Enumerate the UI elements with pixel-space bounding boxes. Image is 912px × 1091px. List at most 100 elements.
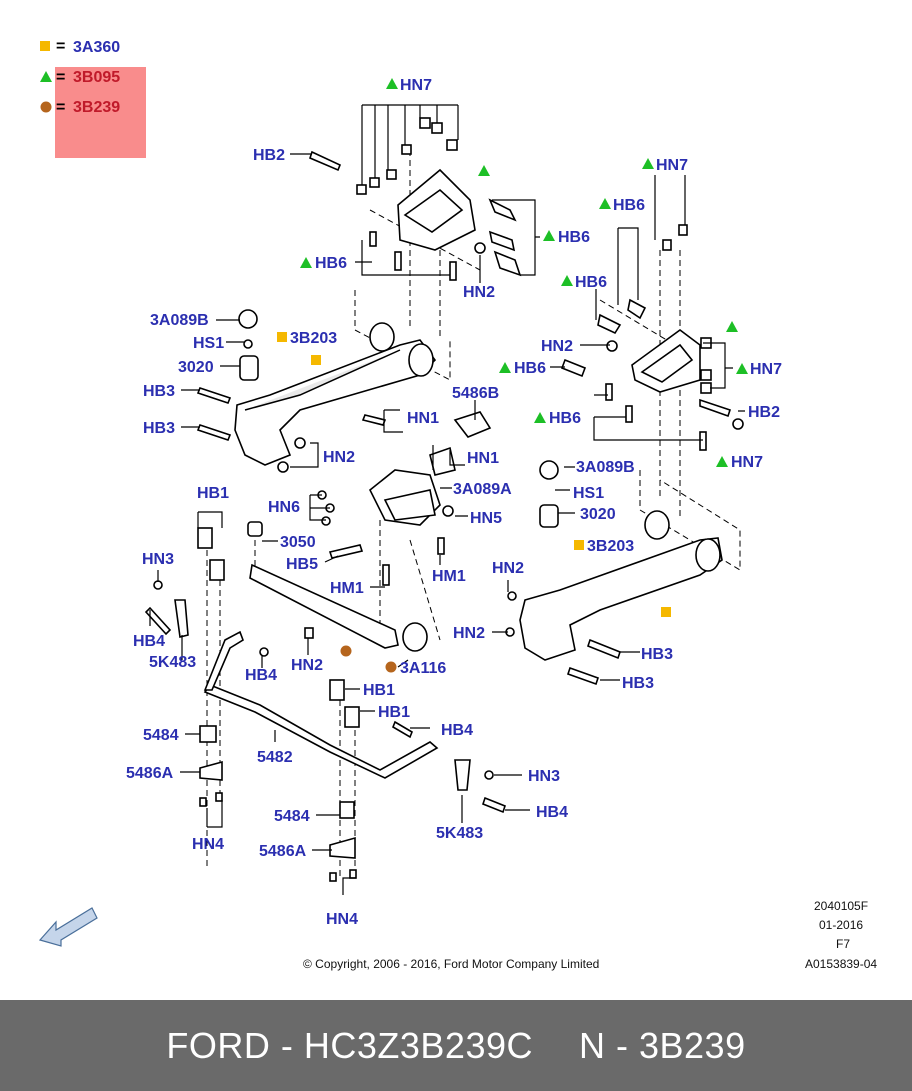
label-hn7: HN7	[400, 77, 432, 94]
triangle-marker-icon	[736, 363, 748, 374]
center-knuckle	[317, 411, 559, 586]
label-hb6: HB6	[549, 410, 581, 427]
label-hn2: HN2	[463, 284, 495, 301]
lateral-link	[247, 521, 428, 652]
label-3a089a: 3A089A	[453, 481, 512, 498]
label-hn2: HN2	[453, 625, 485, 642]
label-hb6: HB6	[558, 229, 590, 246]
upper-right-bracket	[560, 224, 744, 451]
label-5484: 5484	[143, 727, 179, 744]
stabilizer-bar	[144, 527, 506, 882]
square-marker-icon	[661, 607, 671, 617]
label-5486a: 5486A	[259, 843, 307, 860]
label-3a116: 3A116	[400, 660, 446, 677]
label-5486b: 5486B	[452, 385, 499, 402]
front-direction-arrow-icon	[38, 907, 98, 947]
label-hb4: HB4	[133, 633, 165, 650]
label-hb4: HB4	[536, 804, 568, 821]
circle-marker-icon	[385, 661, 397, 673]
label-hn2: HN2	[291, 657, 323, 674]
legend-eq-2: =	[56, 69, 65, 86]
upper-left-bracket	[309, 117, 522, 281]
label-hb4: HB4	[245, 667, 277, 684]
triangle-marker-icon	[478, 165, 490, 176]
diagram-code: 2040105F	[814, 899, 868, 913]
copyright-text: © Copyright, 2006 - 2016, Ford Motor Com…	[303, 957, 599, 971]
label-hb2: HB2	[748, 404, 780, 421]
parts-diagram: = 3A360 = 3B095 = 3B239	[38, 38, 877, 971]
label-hb3: HB3	[641, 646, 673, 663]
diagram-markers	[277, 78, 748, 673]
label-hb5: HB5	[286, 556, 318, 573]
label-hn7: HN7	[731, 454, 763, 471]
label-3b203: 3B203	[587, 538, 634, 555]
label-hb1: HB1	[378, 704, 410, 721]
square-marker-icon	[311, 355, 321, 365]
diagram-section: F7	[836, 937, 850, 951]
label-hs1: HS1	[193, 335, 224, 352]
label-hb3: HB3	[622, 675, 654, 692]
label-hb2: HB2	[253, 147, 285, 164]
left-upper-arm	[196, 309, 437, 473]
square-marker-icon	[574, 540, 584, 550]
label-hn2: HN2	[492, 560, 524, 577]
label-5484: 5484	[274, 808, 310, 825]
legend: = 3A360 = 3B095 = 3B239	[40, 38, 146, 158]
label-hn2: HN2	[323, 449, 355, 466]
label-hn6: HN6	[268, 499, 300, 516]
label-hn1: HN1	[407, 410, 439, 427]
label-3b203: 3B203	[290, 330, 337, 347]
triangle-marker-icon	[300, 257, 312, 268]
label-hb3: HB3	[143, 383, 175, 400]
footer-part-code: N - 3B239	[579, 1024, 746, 1066]
label-hb6: HB6	[315, 255, 347, 272]
diagram-date: 01-2016	[819, 918, 863, 932]
label-5k483: 5K483	[149, 654, 196, 671]
label-3020: 3020	[580, 506, 616, 523]
triangle-marker-icon	[642, 158, 654, 169]
leader-lines	[149, 104, 745, 895]
circle-marker-icon	[340, 645, 352, 657]
label-3020: 3020	[178, 359, 214, 376]
square-marker-icon	[40, 41, 50, 51]
part-labels: HN7 HB2 HB6 HB6 HN2 3A089B HS1 3020 3B20…	[126, 77, 782, 928]
part-number-banner: FORD - HC3Z3B239C N - 3B239	[0, 1000, 912, 1091]
triangle-marker-icon	[386, 78, 398, 89]
triangle-marker-icon	[534, 412, 546, 423]
triangle-marker-icon	[726, 321, 738, 332]
label-hn2: HN2	[541, 338, 573, 355]
label-hn3: HN3	[528, 768, 560, 785]
triangle-marker-icon	[599, 198, 611, 209]
label-hb6: HB6	[613, 197, 645, 214]
legend-code-3: 3B239	[73, 99, 120, 116]
label-3050: 3050	[280, 534, 316, 551]
label-hb6: HB6	[575, 274, 607, 291]
legend-code-1: 3A360	[73, 39, 120, 56]
label-hn5: HN5	[470, 510, 502, 527]
label-5k483: 5K483	[436, 825, 483, 842]
legend-highlight-box	[55, 67, 146, 158]
label-5482: 5482	[257, 749, 293, 766]
label-hb1: HB1	[197, 485, 229, 502]
right-lower-arm	[505, 510, 723, 686]
label-hn4: HN4	[326, 911, 358, 928]
footer-part-number: FORD - HC3Z3B239C	[166, 1024, 533, 1066]
label-hb4: HB4	[441, 722, 473, 739]
label-5486a: 5486A	[126, 765, 174, 782]
legend-eq-3: =	[56, 99, 65, 116]
label-hn1: HN1	[467, 450, 499, 467]
triangle-marker-icon	[561, 275, 573, 286]
label-hm1: HM1	[330, 580, 364, 597]
label-hn3: HN3	[142, 551, 174, 568]
label-hn7: HN7	[750, 361, 782, 378]
label-hs1: HS1	[573, 485, 604, 502]
circle-marker-icon	[40, 101, 52, 113]
label-hn7: HN7	[656, 157, 688, 174]
triangle-marker-icon	[40, 71, 52, 82]
label-hb1: HB1	[363, 682, 395, 699]
label-hb6: HB6	[514, 360, 546, 377]
label-hn4: HN4	[192, 836, 224, 853]
legend-eq-1: =	[56, 38, 65, 55]
legend-code-2: 3B095	[73, 69, 120, 86]
diagram-ref: A0153839-04	[805, 957, 877, 971]
